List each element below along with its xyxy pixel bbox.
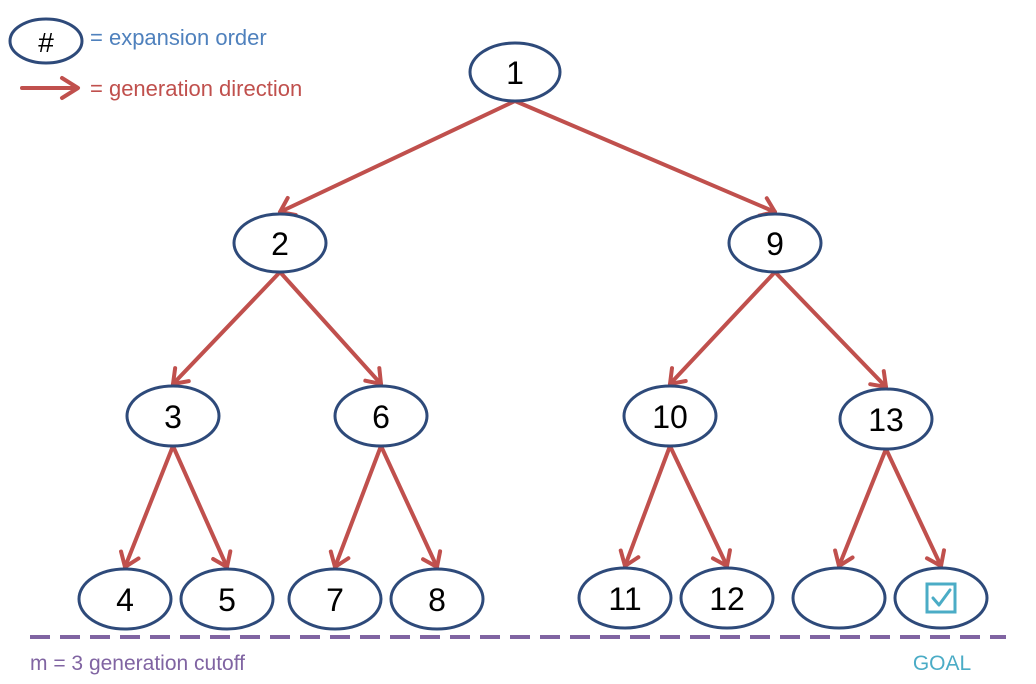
node-ellipse (287, 567, 383, 631)
edges (119, 99, 947, 569)
node-label: 10 (652, 399, 688, 435)
tree-node: 6 (333, 384, 429, 448)
tree-node (791, 566, 887, 630)
legend-arrow-icon (20, 76, 80, 100)
tree-node: 10 (622, 384, 718, 448)
legend-node-symbol (8, 17, 84, 65)
node-label: 12 (709, 581, 745, 617)
tree-node: 12 (679, 566, 775, 630)
node-label: 3 (164, 399, 182, 435)
edge-arrow (171, 270, 282, 386)
tree-nodes: 1 2 9 3 6 10 13 4 (77, 41, 989, 631)
node-ellipse (577, 566, 673, 630)
tree-node: 11 (577, 566, 673, 630)
tree-node: 3 (125, 384, 221, 448)
edge-arrow (668, 444, 732, 568)
node-ellipse (838, 387, 934, 451)
node-label: 4 (116, 582, 134, 618)
tree-node: 13 (838, 387, 934, 451)
goal-checkbox-icon (925, 582, 957, 614)
node-ellipse (179, 567, 275, 631)
legend: # = expansion order = generation directi… (8, 17, 302, 101)
legend-expansion-label: = expansion order (90, 25, 267, 50)
edge-arrow (119, 444, 175, 569)
node-label: 7 (326, 582, 344, 618)
edge-arrow (513, 99, 777, 218)
tree-node: 5 (179, 567, 275, 631)
node-ellipse (622, 384, 718, 448)
edge-arrow (278, 270, 383, 386)
legend-node-symbol-text: # (38, 27, 54, 58)
edge-arrow (379, 444, 443, 569)
node-label: 11 (608, 581, 641, 617)
edge-arrow (618, 444, 672, 568)
goal-label: GOAL (913, 652, 971, 675)
tree-node: 2 (232, 212, 328, 274)
edge-arrow (884, 447, 947, 568)
cutoff-label: m = 3 generation cutoff (30, 652, 245, 675)
legend-generation-label: = generation direction (90, 76, 302, 101)
tree-node: 7 (287, 567, 383, 631)
node-ellipse (791, 566, 887, 630)
edge-arrow (278, 99, 517, 217)
tree-node-goal (893, 566, 989, 630)
node-label: 9 (766, 226, 784, 262)
edge-arrow (773, 270, 888, 389)
node-label: 8 (428, 582, 446, 618)
node-label: 1 (506, 55, 524, 91)
edge-arrow (328, 444, 383, 569)
tree-node: 1 (468, 41, 562, 103)
edge-arrow (833, 447, 888, 568)
node-ellipse (333, 384, 429, 448)
tree-node: 9 (727, 212, 823, 274)
node-ellipse (389, 567, 485, 631)
node-label: 5 (218, 582, 236, 618)
node-label: 13 (868, 402, 904, 438)
node-ellipse (679, 566, 775, 630)
node-ellipse (232, 212, 328, 274)
node-label: 6 (372, 399, 390, 435)
node-ellipse (125, 384, 221, 448)
node-label: 2 (271, 226, 289, 262)
edge-arrow (668, 270, 777, 386)
node-ellipse (468, 41, 562, 103)
node-ellipse (727, 212, 823, 274)
node-ellipse (77, 567, 173, 631)
tree-node: 8 (389, 567, 485, 631)
tree-node: 4 (77, 567, 173, 631)
edge-arrow (171, 444, 233, 569)
